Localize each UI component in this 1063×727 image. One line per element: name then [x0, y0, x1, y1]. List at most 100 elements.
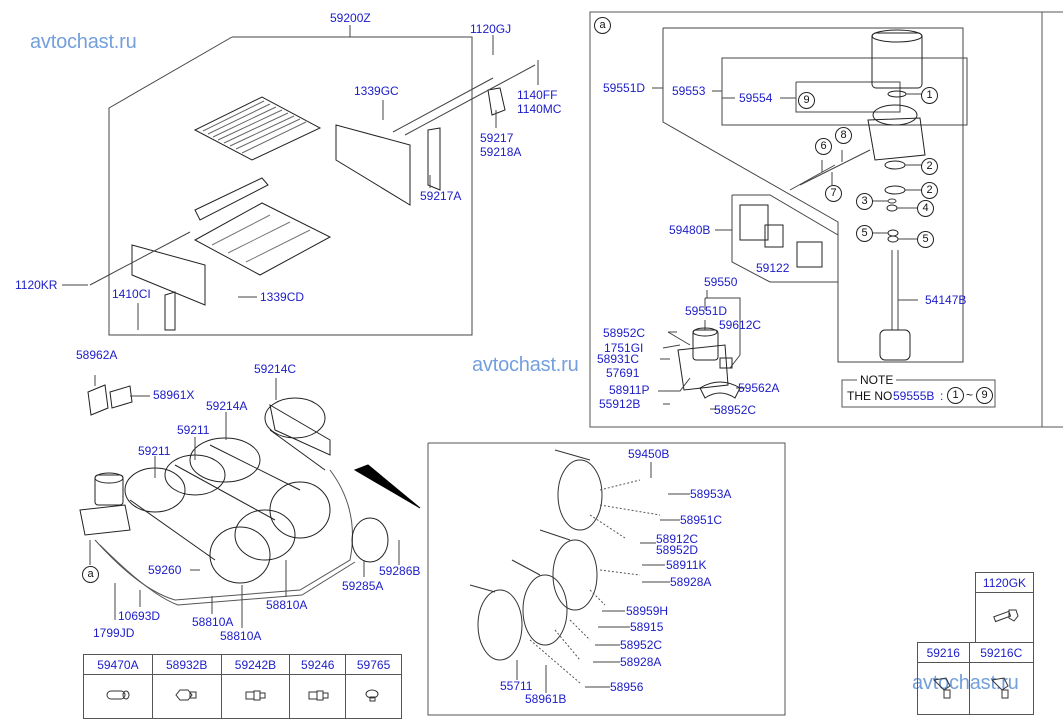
- parts-table-cell[interactable]: 59246: [289, 654, 347, 675]
- part-label-58810A-c[interactable]: 58810A: [220, 629, 262, 643]
- detail-a-marker: a: [594, 17, 611, 34]
- part-label-59214A[interactable]: 59214A: [206, 399, 248, 413]
- part-label-58931C[interactable]: 58931C: [597, 352, 640, 366]
- part-label-59260[interactable]: 59260: [148, 563, 182, 577]
- connector-icon: [289, 674, 347, 719]
- part-label-59122[interactable]: 59122: [756, 261, 790, 275]
- part-label-58952C-b[interactable]: 58952C: [714, 403, 757, 417]
- parts-table-cell[interactable]: 58932B: [151, 654, 222, 675]
- part-label-58951C[interactable]: 58951C: [680, 513, 723, 527]
- part-label-59217[interactable]: 59217: [480, 131, 514, 145]
- part-label-58915[interactable]: 58915: [630, 620, 664, 634]
- part-label-59211-a[interactable]: 59211: [177, 423, 210, 437]
- part-label-1339CD[interactable]: 1339CD: [260, 290, 305, 304]
- part-label-59211-b[interactable]: 59211: [138, 444, 171, 458]
- callout-2a: 2: [921, 158, 938, 175]
- part-label-58961X[interactable]: 58961X: [153, 388, 195, 402]
- part-label-58810A-a[interactable]: 58810A: [266, 598, 308, 612]
- bolt-icon: [975, 592, 1034, 643]
- note-part-59555B[interactable]: 59555B: [893, 389, 935, 403]
- part-label-59553[interactable]: 59553: [672, 84, 706, 98]
- part-label-58952C-c[interactable]: 58952C: [620, 638, 663, 652]
- side-plate: [335, 124, 411, 206]
- callout-8: 8: [835, 127, 852, 144]
- callout-5b: 5: [917, 231, 934, 248]
- connector-icon: [220, 674, 291, 719]
- part-label-58928A-b[interactable]: 58928A: [620, 655, 662, 669]
- callout-1: 1: [921, 87, 938, 104]
- part-label-58959H[interactable]: 58959H: [626, 604, 669, 618]
- detail-a-frame: [589, 11, 1063, 428]
- part-label-58961B[interactable]: 58961B: [525, 692, 567, 706]
- part-label-58911K[interactable]: 58911K: [666, 558, 707, 572]
- parts-table-bottom: 59470A 58932B 59242B 59246 59765: [83, 654, 402, 719]
- parts-table-cell[interactable]: 1120GK: [975, 572, 1034, 593]
- parts-table-cell[interactable]: 59216: [917, 642, 970, 663]
- part-label-59214C[interactable]: 59214C: [254, 362, 297, 376]
- note-colon: :: [940, 389, 944, 403]
- part-label-58952D[interactable]: 58952D: [656, 543, 699, 557]
- part-label-57691[interactable]: 57691: [606, 366, 640, 380]
- part-label-10693D[interactable]: 10693D: [118, 609, 161, 623]
- parts-table-cell[interactable]: 59765: [345, 654, 402, 675]
- lower-floor: [193, 202, 332, 276]
- callout-6: 6: [815, 138, 832, 155]
- callout-3: 3: [856, 193, 873, 210]
- part-label-59612C[interactable]: 59612C: [719, 318, 762, 332]
- part-label-59200Z[interactable]: 59200Z: [330, 11, 371, 25]
- plug-icon: [345, 674, 402, 719]
- note-prefix: THE NO: [847, 389, 893, 403]
- hex-nipple-icon: [151, 674, 222, 719]
- parts-table-cell[interactable]: 59216C: [968, 642, 1034, 663]
- part-label-59562A[interactable]: 59562A: [738, 381, 780, 395]
- part-label-59551D[interactable]: 59551D: [685, 304, 728, 318]
- part-label-1140FF[interactable]: 1140FF: [517, 88, 558, 102]
- part-label-59450B[interactable]: 59450B: [628, 447, 670, 461]
- callout-9: 9: [798, 92, 815, 109]
- part-label-59285A[interactable]: 59285A: [342, 579, 384, 593]
- part-label-55912B[interactable]: 55912B: [599, 397, 641, 411]
- part-label-58952C-a[interactable]: 58952C: [603, 326, 646, 340]
- tank-detail-marker: a: [82, 566, 99, 583]
- part-label-58962A[interactable]: 58962A: [76, 348, 118, 362]
- note-frame: [841, 379, 996, 408]
- part-label-1799JD[interactable]: 1799JD: [93, 626, 135, 640]
- part-label-59217A[interactable]: 59217A: [420, 189, 462, 203]
- part-label-1140MC[interactable]: 1140MC: [517, 102, 562, 116]
- part-label-58956[interactable]: 58956: [610, 680, 644, 694]
- part-label-58810A-b[interactable]: 58810A: [192, 615, 234, 629]
- part-label-55711[interactable]: 55711: [500, 679, 533, 693]
- part-label-58953A[interactable]: 58953A: [690, 487, 732, 501]
- part-label-59551D-top[interactable]: 59551D: [603, 81, 646, 95]
- main-frame-outline: [108, 36, 473, 336]
- callout-4: 4: [917, 200, 934, 217]
- part-label-1751GI[interactable]: 1751GI: [604, 341, 644, 355]
- part-label-58911P[interactable]: 58911P: [609, 383, 650, 397]
- part-label-59480B[interactable]: 59480B: [669, 223, 711, 237]
- callout-arrow: [353, 464, 421, 509]
- fittings-detail-frame: [427, 442, 786, 716]
- part-label-1339GC[interactable]: 1339GC: [354, 84, 399, 98]
- callout-7: 7: [825, 185, 842, 202]
- part-label-59218A[interactable]: 59218A: [480, 145, 522, 159]
- parts-table-cell[interactable]: 59242B: [220, 654, 291, 675]
- callout-5a: 5: [856, 225, 873, 242]
- part-label-58912C[interactable]: 58912C: [656, 532, 699, 546]
- watermark-top-left: avtochast.ru: [30, 31, 137, 53]
- part-label-59286B[interactable]: 59286B: [379, 564, 421, 578]
- clip-icon: [968, 662, 1034, 715]
- part-label-59554[interactable]: 59554: [739, 91, 773, 105]
- parts-table-right-top: 1120GK: [975, 572, 1034, 643]
- callout-2b: 2: [921, 182, 938, 199]
- part-label-54147B[interactable]: 54147B: [925, 293, 967, 307]
- note-range-sep: ~: [966, 388, 974, 402]
- part-label-58928A-a[interactable]: 58928A: [670, 575, 712, 589]
- parts-table-cell[interactable]: 59470A: [83, 654, 153, 675]
- watermark-center: avtochast.ru: [472, 354, 579, 376]
- part-label-59550[interactable]: 59550: [704, 275, 738, 289]
- part-label-1410CI[interactable]: 1410CI: [112, 287, 151, 301]
- part-label-1120KR[interactable]: 1120KR: [15, 278, 58, 292]
- parts-table-right-bottom: 59216 59216C: [917, 642, 1034, 715]
- part-label-1120GJ[interactable]: 1120GJ: [470, 22, 512, 36]
